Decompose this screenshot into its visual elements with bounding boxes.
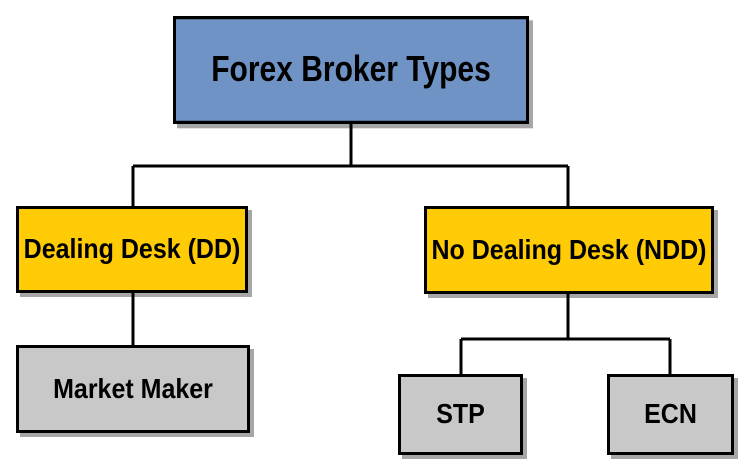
stp-node: STP [398, 374, 523, 455]
ecn-node: ECN [607, 374, 734, 455]
dealing-desk-node: Dealing Desk (DD) [16, 206, 248, 293]
root-node: Forex Broker Types [173, 15, 529, 124]
root-node-label: Forex Broker Types [211, 49, 491, 90]
ecn-label: ECN [644, 398, 697, 430]
market-maker-label: Market Maker [53, 372, 213, 405]
no-dealing-desk-label: No Dealing Desk (NDD) [431, 233, 707, 266]
no-dealing-desk-node: No Dealing Desk (NDD) [424, 206, 714, 294]
stp-label: STP [436, 398, 485, 430]
dealing-desk-label: Dealing Desk (DD) [23, 233, 241, 265]
market-maker-node: Market Maker [16, 345, 250, 433]
